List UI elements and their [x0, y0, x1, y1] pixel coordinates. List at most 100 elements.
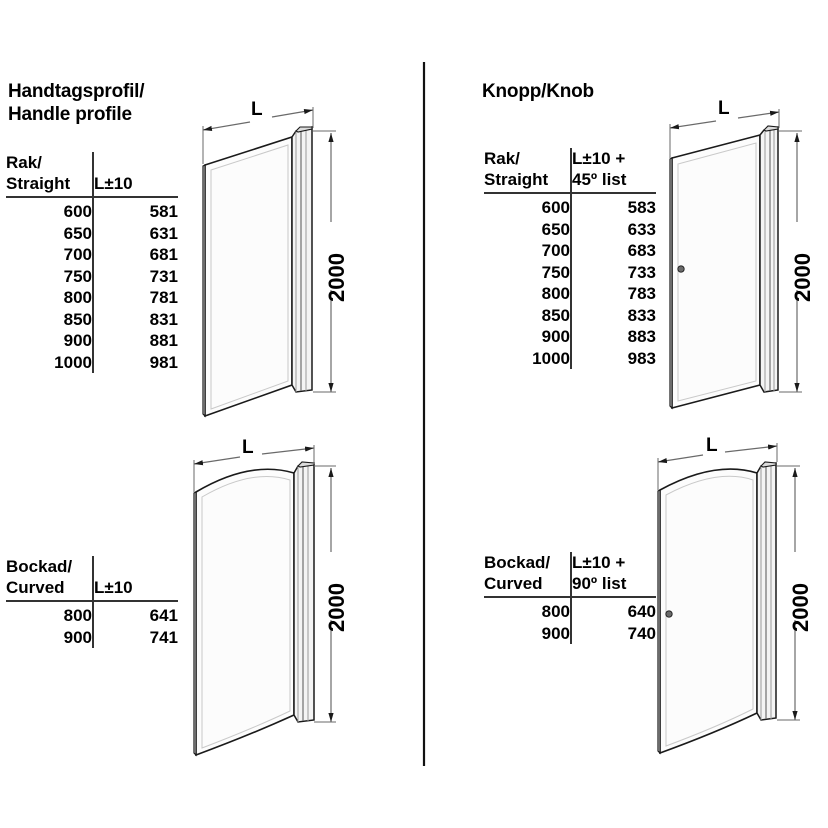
dim-line-L-left-curved — [193, 456, 241, 466]
cell-size: 800 — [541, 284, 570, 303]
dim-label-2000-bottom-left: 2000 — [324, 583, 349, 632]
knob-list-top-cap — [763, 125, 779, 132]
curved-glass-inner-outline — [201, 475, 291, 749]
cell-size: 750 — [541, 262, 570, 282]
knob-icon — [677, 265, 685, 273]
cell-length: 731 — [92, 265, 178, 287]
dim-line-L-left-curved-knob — [657, 454, 704, 464]
cell-length: 683 — [570, 240, 656, 262]
cell-size: 900 — [541, 623, 570, 643]
cell-length: 733 — [570, 261, 656, 283]
cell-size: 650 — [63, 223, 92, 243]
cell-size: 700 — [63, 245, 92, 264]
cell-size: 900 — [63, 331, 92, 350]
cell-length: 881 — [92, 330, 178, 352]
cell-length: 681 — [92, 244, 178, 266]
curved-handle-profile-body — [293, 462, 315, 723]
cell-length: 581 — [92, 197, 178, 223]
cell-length: 640 — [570, 597, 656, 623]
dim-label-L-bottom-left: L — [242, 437, 254, 458]
glass-inner-outline — [210, 144, 289, 410]
cell-size: 600 — [541, 198, 570, 217]
right-straight-header-col1: Rak/ Straight — [484, 148, 571, 194]
glass-panel-face — [204, 135, 293, 418]
cell-size: 850 — [63, 309, 92, 329]
cell-length: 633 — [570, 218, 656, 240]
cell-size: 750 — [63, 266, 92, 286]
cell-length: 983 — [570, 347, 656, 369]
dim-label-2000-top-left: 2000 — [324, 253, 349, 302]
left-straight-header-col2: L±10 — [92, 152, 178, 198]
cell-size: 800 — [63, 288, 92, 307]
right-curved-header-col2: L±10 + 90º list — [570, 552, 656, 598]
curved-knob-inner-outline — [665, 475, 754, 747]
dim-line-L-left — [202, 121, 251, 132]
glass-left-edge — [202, 164, 206, 418]
knob-glass-left-edge — [669, 157, 673, 410]
curved-knob-panel-face — [659, 468, 758, 755]
cell-length: 883 — [570, 326, 656, 348]
cell-length: 981 — [92, 351, 178, 373]
dim-line-L-left-knob — [669, 120, 717, 130]
cell-length: 831 — [92, 308, 178, 330]
drawing-curved-handle-profile — [193, 445, 336, 757]
cell-size: 700 — [541, 241, 570, 260]
cell-size: 1000 — [54, 352, 92, 372]
cell-length: 741 — [92, 626, 178, 648]
cell-size: 900 — [541, 327, 570, 346]
cell-size: 850 — [541, 305, 570, 325]
dim-line-L-right — [271, 108, 314, 118]
cell-length: 781 — [92, 287, 178, 309]
dim-label-L-top-right: L — [718, 98, 730, 119]
drawing-curved-knob — [657, 443, 800, 755]
curved-glass-panel-face — [195, 468, 295, 757]
cell-length: 740 — [570, 622, 656, 644]
cell-size: 1000 — [532, 348, 570, 368]
cell-length: 641 — [92, 601, 178, 627]
curved-knob-icon — [665, 610, 673, 618]
dim-label-L-top-left: L — [251, 99, 263, 120]
dim-label-2000-bottom-right: 2000 — [788, 583, 813, 632]
drawing-straight-handle-profile — [202, 107, 336, 418]
cell-size: 900 — [63, 627, 92, 647]
dim-line-L-right-curved — [261, 446, 315, 455]
dim-line-L-right-knob — [737, 110, 780, 119]
left-straight-header-col1: Rak/ Straight — [6, 152, 93, 198]
cell-size: 600 — [63, 202, 92, 221]
left-curved-header-col1: Bockad/ Curved — [6, 556, 93, 602]
cell-length: 631 — [92, 222, 178, 244]
cell-length: 833 — [570, 304, 656, 326]
curved-knob-list-top-cap — [760, 461, 777, 468]
handle-profile-body — [291, 126, 313, 393]
left-section-title: Handtagsprofil/ Handle profile — [8, 81, 145, 125]
dim-label-2000-top-right: 2000 — [790, 253, 815, 302]
dim-label-L-bottom-right: L — [706, 435, 718, 456]
curved-glass-left-edge — [193, 491, 197, 757]
cell-size: 800 — [541, 602, 570, 621]
right-curved-header-col1: Bockad/ Curved — [484, 552, 571, 598]
dim-line-L-right-curved-knob — [724, 444, 778, 453]
curved-knob-left-edge — [657, 489, 661, 755]
drawing-straight-knob — [669, 109, 802, 410]
